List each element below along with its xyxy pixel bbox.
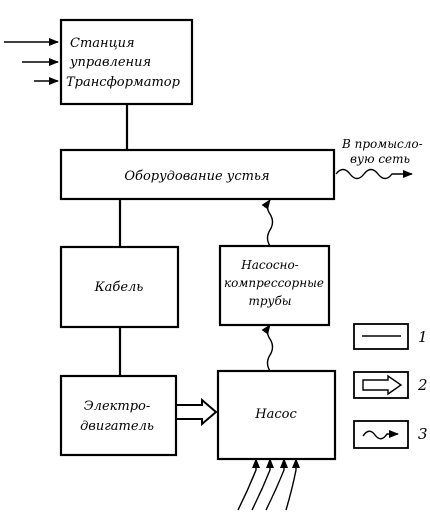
flow-tubing-to-wellhead xyxy=(261,199,274,247)
cable-label: Кабель xyxy=(94,280,144,295)
cable-block: Кабель xyxy=(59,245,180,329)
field-network-line1: В промысло- xyxy=(341,137,423,151)
pump-label: Насос xyxy=(254,407,297,422)
inflow-4 xyxy=(285,458,300,511)
legend-number-1: 1 xyxy=(418,328,428,346)
control-station-line1: Станция xyxy=(70,36,135,51)
inflow-2 xyxy=(251,458,274,511)
legend-number-2: 2 xyxy=(417,376,428,394)
inflow-3 xyxy=(265,458,288,511)
legend-number-3: 3 xyxy=(418,425,428,443)
wellhead-equipment-block: Оборудование устья xyxy=(59,148,336,201)
motor-block: Электро- двигатель xyxy=(59,374,178,457)
control-station-line2: управления xyxy=(69,55,151,70)
field-network-label: В промысло- вую сеть xyxy=(341,137,423,166)
wavy-arrow-icon xyxy=(362,430,399,440)
hollow-arrow-icon xyxy=(362,374,403,396)
inflow-1 xyxy=(237,458,260,511)
pump-block: Насос xyxy=(216,369,337,461)
legend-item-1: 1 xyxy=(353,323,428,350)
control-station-line3: Трансформатор xyxy=(66,75,181,90)
tubing-line3: трубы xyxy=(248,294,291,308)
legend-item-2: 2 xyxy=(353,371,428,399)
legend: 1 2 3 xyxy=(353,323,428,449)
legend-item-3: 3 xyxy=(353,420,428,449)
shaft-arrow xyxy=(175,397,218,427)
flow-to-field-network xyxy=(335,168,413,180)
control-station-block: Станция управления Трансформатор xyxy=(59,18,194,106)
field-network-line2: вую сеть xyxy=(350,152,410,166)
tubing-line2: компрессорные xyxy=(224,276,324,290)
motor-line1: Электро- xyxy=(84,399,151,414)
motor-line2: двигатель xyxy=(80,419,154,434)
tubing-line1: Насосно- xyxy=(240,258,298,272)
tubing-block: Насосно- компрессорные трубы xyxy=(218,244,331,327)
flow-pump-to-tubing xyxy=(261,324,274,372)
wellhead-equipment-label: Оборудование устья xyxy=(124,169,269,184)
